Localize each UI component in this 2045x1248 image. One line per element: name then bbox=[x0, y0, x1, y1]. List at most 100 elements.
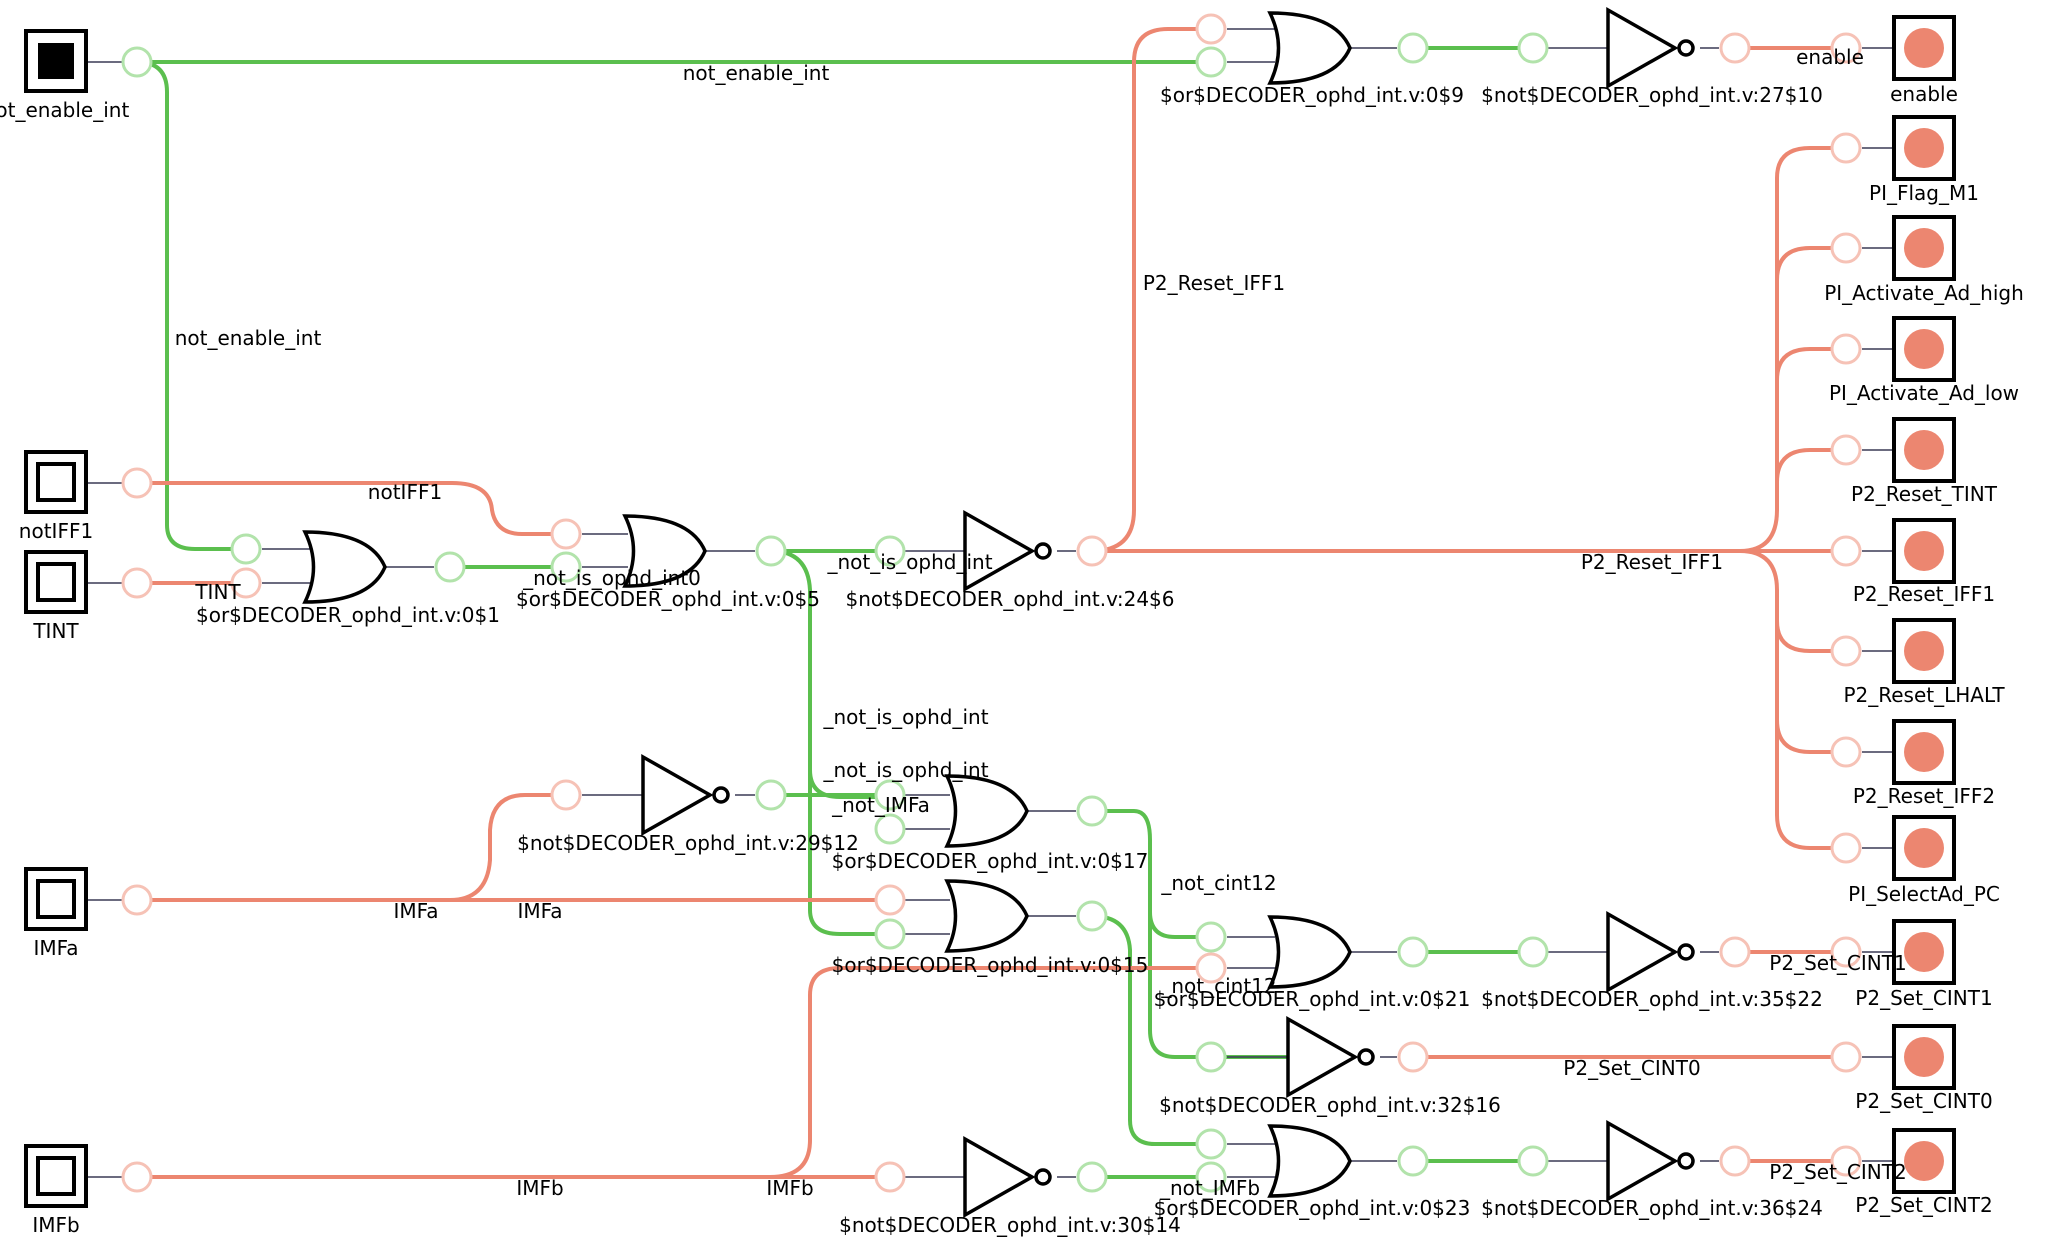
gate-label-not12: $not$DECODER_ophd_int.v:29$12 bbox=[517, 831, 859, 855]
input-port-imfa[interactable] bbox=[24, 867, 88, 931]
port-label-p2-reset-lhalt: P2_Reset_LHALT bbox=[1843, 683, 2005, 707]
port-labels: not_enable_int notIFF1 TINT IMFa IMFb en… bbox=[0, 82, 2024, 1237]
port-label-pi-activate-ad-high: PI_Activate_Ad_high bbox=[1824, 281, 2024, 305]
not-gate-16[interactable] bbox=[1286, 1015, 1375, 1099]
output-port-pi-flag-m1[interactable] bbox=[1892, 115, 1956, 181]
pin-stubs bbox=[87, 28, 1893, 1178]
port-label-enable: enable bbox=[1890, 82, 1958, 106]
port-label-p2-reset-iff1: P2_Reset_IFF1 bbox=[1853, 582, 1995, 606]
wire-not-cint12-b bbox=[1148, 890, 1288, 1059]
not-gate-6[interactable] bbox=[963, 509, 1052, 593]
gate-label-not16: $not$DECODER_ophd_int.v:32$16 bbox=[1159, 1093, 1501, 1117]
output-port-pi-activate-ad-high[interactable] bbox=[1892, 215, 1956, 281]
or-gate-21[interactable] bbox=[1267, 915, 1352, 989]
port-label-imfb: IMFb bbox=[32, 1213, 79, 1237]
net-label-tint: TINT bbox=[194, 580, 241, 604]
gate-label-or21: $or$DECODER_ophd_int.v:0$21 bbox=[1154, 987, 1471, 1011]
net-label-not-enable-int-top: not_enable_int bbox=[683, 61, 830, 85]
not-gate-10[interactable] bbox=[1606, 6, 1695, 90]
net-label-p2-reset-iff1-up: P2_Reset_IFF1 bbox=[1143, 271, 1285, 295]
or-gate-9[interactable] bbox=[1267, 11, 1352, 85]
port-label-tint: TINT bbox=[32, 619, 79, 643]
wire-p2-reset-iff1-up bbox=[1091, 27, 1211, 553]
output-port-p2-set-cint1[interactable] bbox=[1892, 919, 1956, 985]
output-port-p2-reset-iff1[interactable] bbox=[1892, 518, 1956, 584]
not-gate-22[interactable] bbox=[1606, 910, 1695, 994]
output-port-pi-selectad-pc[interactable] bbox=[1892, 815, 1956, 881]
port-label-p2-set-cint2: P2_Set_CINT2 bbox=[1855, 1193, 1992, 1217]
net-label-imfa-1: IMFa bbox=[393, 899, 438, 923]
gate-label-or5: $or$DECODER_ophd_int.v:0$5 bbox=[516, 587, 820, 611]
gate-label-or17: $or$DECODER_ophd_int.v:0$17 bbox=[832, 849, 1149, 873]
or-gate-23[interactable] bbox=[1267, 1124, 1352, 1198]
net-label-imfb-1: IMFb bbox=[516, 1176, 563, 1200]
port-label-pi-activate-ad-low: PI_Activate_Ad_low bbox=[1829, 381, 2019, 405]
wire-not-enable-int-side bbox=[136, 60, 246, 551]
output-port-p2-reset-tint[interactable] bbox=[1892, 417, 1956, 483]
net-label-p2-set-cint1: P2_Set_CINT1 bbox=[1769, 951, 1906, 975]
gate-label-not6: $not$DECODER_ophd_int.v:24$6 bbox=[846, 587, 1175, 611]
wire-fanout-activate-high bbox=[1775, 246, 1846, 281]
gates bbox=[302, 6, 1695, 1219]
or-gate-1[interactable] bbox=[302, 530, 387, 604]
net-label-p2-set-cint2: P2_Set_CINT2 bbox=[1769, 1160, 1906, 1184]
wire-not-is-ophd-int-down bbox=[770, 549, 890, 936]
gate-label-or15: $or$DECODER_ophd_int.v:0$15 bbox=[832, 953, 1149, 977]
wire-fanout-activate-low bbox=[1775, 347, 1846, 381]
or-gate-15[interactable] bbox=[944, 879, 1029, 953]
output-port-p2-set-cint2[interactable] bbox=[1892, 1128, 1956, 1194]
net-label-imfb-2: IMFb bbox=[766, 1176, 813, 1200]
gate-labels: $or$DECODER_ophd_int.v:0$1 $or$DECODER_o… bbox=[196, 83, 1823, 1237]
wire-or15-to-or23 bbox=[1091, 914, 1211, 1146]
net-label-p2-set-cint0: P2_Set_CINT0 bbox=[1563, 1056, 1700, 1080]
net-label-enable: enable bbox=[1796, 45, 1864, 69]
net-label-not-cint12-a: _not_cint12 bbox=[1160, 871, 1276, 895]
net-label-not-is-ophd-int-b: _not_is_ophd_int bbox=[822, 705, 988, 729]
output-port-pi-activate-ad-low[interactable] bbox=[1892, 316, 1956, 382]
port-label-pi-flag-m1: PI_Flag_M1 bbox=[1869, 181, 1979, 205]
not-gate-24[interactable] bbox=[1606, 1119, 1695, 1203]
wires bbox=[136, 27, 1846, 1179]
wire-imfb-up bbox=[769, 966, 1211, 1179]
not-gate-12[interactable] bbox=[641, 753, 730, 837]
input-port-tint[interactable] bbox=[24, 550, 88, 614]
net-label-notiff1: notIFF1 bbox=[368, 480, 442, 504]
port-label-imfa: IMFa bbox=[33, 936, 78, 960]
output-ports bbox=[1892, 15, 1956, 1194]
not-gate-14[interactable] bbox=[963, 1135, 1052, 1219]
port-label-notiff1: notIFF1 bbox=[19, 519, 93, 543]
wire-fanout-selectad-pc bbox=[1775, 620, 1846, 850]
net-labels: not_enable_int not_enable_int notIFF1 TI… bbox=[175, 45, 1907, 1200]
gate-label-not10: $not$DECODER_ophd_int.v:27$10 bbox=[1481, 83, 1823, 107]
net-label-p2-reset-iff1-bus: P2_Reset_IFF1 bbox=[1581, 550, 1723, 574]
wire-fanout-reset-tint bbox=[1775, 448, 1846, 483]
input-ports bbox=[24, 29, 88, 1208]
port-label-not-enable-int: not_enable_int bbox=[0, 98, 129, 122]
gate-label-not24: $not$DECODER_ophd_int.v:36$24 bbox=[1481, 1196, 1823, 1220]
net-label-not-cint12-b: _not_cint12 bbox=[1160, 974, 1276, 998]
input-port-notiff1[interactable] bbox=[24, 450, 88, 514]
wire-imfa-up bbox=[449, 793, 566, 902]
or-gate-5[interactable] bbox=[622, 514, 707, 588]
net-label-not-imfa: _not_IMFa bbox=[831, 793, 930, 817]
port-label-pi-selectad-pc: PI_SelectAd_PC bbox=[1848, 882, 2000, 906]
output-port-p2-reset-iff2[interactable] bbox=[1892, 719, 1956, 785]
output-port-p2-reset-lhalt[interactable] bbox=[1892, 618, 1956, 684]
port-label-p2-reset-tint: P2_Reset_TINT bbox=[1851, 482, 1998, 506]
output-port-p2-set-cint0[interactable] bbox=[1892, 1024, 1956, 1090]
net-label-not-is-ophd-int0: _not_is_ophd_int0 bbox=[522, 566, 701, 590]
net-label-not-enable-int-side: not_enable_int bbox=[175, 326, 322, 350]
wire-notiff1 bbox=[137, 481, 566, 536]
net-label-not-is-ophd-int-c: _not_is_ophd_int bbox=[822, 758, 988, 782]
input-port-imfb[interactable] bbox=[24, 1144, 88, 1208]
gate-label-or23: $or$DECODER_ophd_int.v:0$23 bbox=[1154, 1196, 1471, 1220]
gate-label-or9: $or$DECODER_ophd_int.v:0$9 bbox=[1160, 83, 1464, 107]
or-gate-17[interactable] bbox=[944, 774, 1029, 848]
output-port-enable[interactable] bbox=[1892, 15, 1956, 81]
wire-fanout-reset-lhalt bbox=[1739, 549, 1846, 653]
gate-label-not14: $not$DECODER_ophd_int.v:30$14 bbox=[839, 1213, 1181, 1237]
port-label-p2-set-cint1: P2_Set_CINT1 bbox=[1855, 986, 1992, 1010]
input-port-not-enable-int[interactable] bbox=[24, 29, 88, 93]
port-label-p2-reset-iff2: P2_Reset_IFF2 bbox=[1853, 784, 1995, 808]
